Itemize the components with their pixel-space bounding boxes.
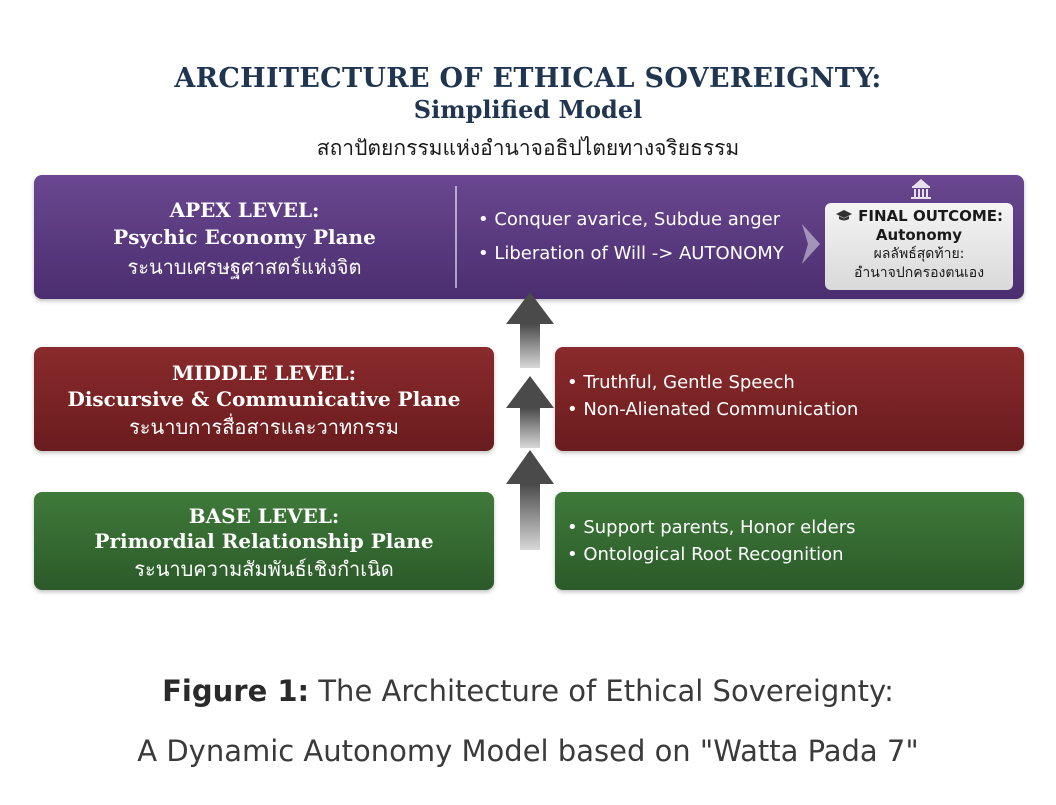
up-arrow-icon	[506, 376, 554, 448]
base-level-title: BASE LEVEL:	[188, 504, 340, 528]
middle-bullet-1: • Truthful, Gentle Speech	[567, 372, 795, 393]
diagram-subtitle: Simplified Model	[413, 95, 643, 124]
base-bullet-2: • Ontological Root Recognition	[567, 544, 844, 565]
figure-caption-prefix: Figure 1:	[162, 674, 310, 708]
final-outcome-thai-value: อำนาจปกครองตนเอง	[853, 265, 985, 281]
apex-divider	[455, 186, 457, 288]
diagram-thai-title: สถาปัตยกรรมแห่งอำนาจอธิปไตยทางจริยธรรม	[316, 136, 740, 160]
middle-level-box: MIDDLE LEVEL: Discursive & Communicative…	[34, 347, 494, 451]
base-level-box: BASE LEVEL: Primordial Relationship Plan…	[34, 492, 494, 590]
middle-level-thai: ระนาบการสื่อสารและวาทกรรม	[129, 415, 399, 439]
final-outcome-heading: FINAL OUTCOME:	[825, 207, 1013, 226]
apex-level-heading: APEX LEVEL: Psychic Economy Plane ระนาบเ…	[34, 175, 455, 299]
apex-bullet-2: • Liberation of Will -> AUTONOMY	[478, 243, 784, 264]
graduation-cap-icon	[835, 210, 852, 221]
apex-level-title: APEX LEVEL:	[169, 198, 320, 222]
temple-icon	[911, 179, 931, 199]
base-level-plane: Primordial Relationship Plane	[94, 529, 434, 553]
upward-arrows	[506, 292, 554, 550]
middle-level-title: MIDDLE LEVEL:	[172, 361, 356, 385]
up-arrow-icon	[506, 450, 554, 550]
middle-bullet-2: • Non-Alienated Communication	[567, 399, 859, 420]
final-outcome-box: FINAL OUTCOME: Autonomy ผลลัพธ์สุดท้าย: …	[825, 203, 1013, 290]
base-level-details: • Support parents, Honor elders • Ontolo…	[555, 492, 1024, 590]
middle-level-details: • Truthful, Gentle Speech • Non-Alienate…	[555, 347, 1024, 451]
final-outcome-label: FINAL OUTCOME:	[858, 207, 1004, 225]
final-outcome-value: Autonomy	[875, 226, 963, 244]
figure-caption-line-2: A Dynamic Autonomy Model based on "Watta…	[137, 734, 919, 768]
apex-level-thai: ระนาบเศรษฐศาสตร์แห่งจิต	[127, 255, 362, 279]
apex-level-plane: Psychic Economy Plane	[113, 225, 376, 249]
final-outcome-thai-label: ผลลัพธ์สุดท้าย:	[873, 246, 965, 262]
up-arrow-icon	[506, 292, 554, 368]
figure-caption-line-1: Figure 1: The Architecture of Ethical So…	[0, 674, 1056, 708]
base-bullet-1: • Support parents, Honor elders	[567, 517, 856, 538]
figure-caption-title: The Architecture of Ethical Sovereignty:	[309, 674, 894, 708]
diagram-title: ARCHITECTURE OF ETHICAL SOVEREIGNTY:	[174, 63, 882, 94]
middle-level-plane: Discursive & Communicative Plane	[67, 387, 461, 411]
chevron-right-icon	[802, 224, 820, 264]
base-level-thai: ระนาบความสัมพันธ์เชิงกำเนิด	[134, 557, 394, 581]
apex-bullet-1: • Conquer avarice, Subdue anger	[478, 209, 781, 230]
